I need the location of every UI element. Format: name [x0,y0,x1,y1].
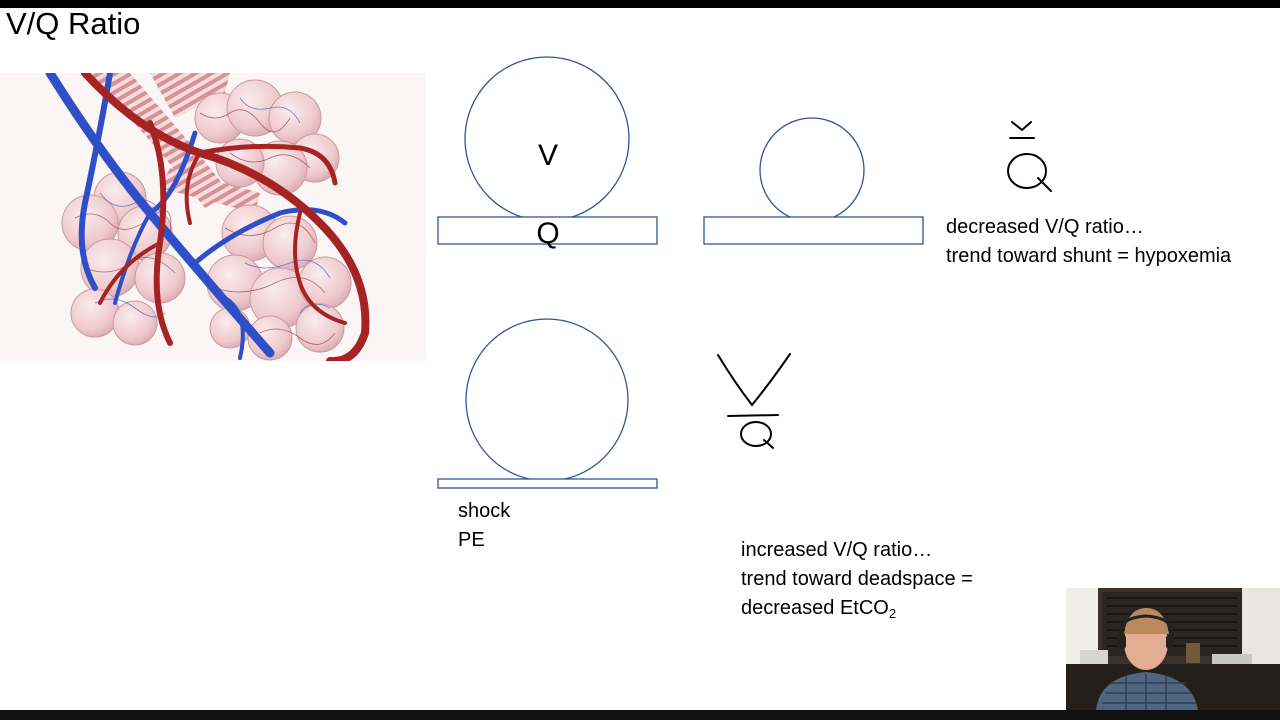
ventilation-circle [464,56,630,222]
ventilation-label: V [538,139,558,172]
lung-alveoli-illustration-icon [45,73,370,361]
presenter-webcam [1066,588,1280,710]
etco2-text: decreased EtCO [741,597,889,619]
small-v-over-big-q-icon [1007,121,1052,192]
perfusion-label: Q [536,217,559,250]
large-ventilation-circle [465,318,629,482]
increased-vq-line3: decreased EtCO2 [741,594,973,623]
big-v-over-small-q-icon [717,353,791,449]
decreased-vq-line2: trend toward shunt = hypoxemia [946,245,1232,267]
thin-perfusion-bar [437,478,658,489]
increased-vq-line1: increased V/Q ratio… [741,539,933,561]
alveoli-illustration [0,73,426,361]
etco2-subscript: 2 [888,606,897,621]
cause-pe: PE [458,529,485,551]
cause-shock: shock [458,500,511,522]
increased-vq-note: increased V/Q ratio… trend toward deadsp… [741,536,973,623]
bottom-bar [0,710,1280,720]
small-ventilation-circle [759,117,865,223]
wide-perfusion-bar [703,216,924,245]
decreased-vq-note: decreased V/Q ratio… trend toward shunt … [946,213,1231,271]
slide: V/Q Ratio [0,8,1280,710]
slide-title: V/Q Ratio [6,8,141,41]
decreased-vq-line1: decreased V/Q ratio… [946,216,1144,238]
causes-list: shock PE [458,497,510,555]
increased-vq-line2: trend toward deadspace = [741,568,973,590]
perfusion-bar [437,216,658,245]
presenter-webcam-icon [1066,588,1280,710]
